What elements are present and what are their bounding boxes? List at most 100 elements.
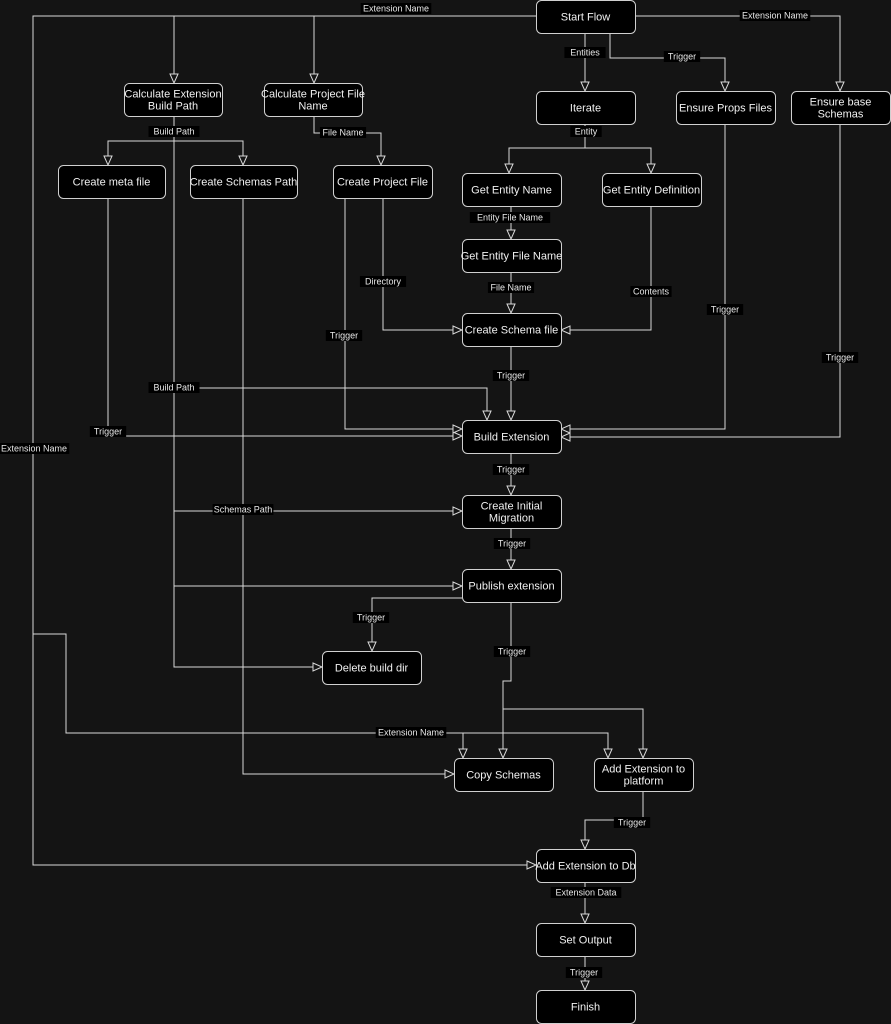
- svg-text:Entity File Name: Entity File Name: [477, 212, 543, 222]
- edge-label-ext-name: Extension Name: [360, 3, 432, 14]
- svg-text:Entity: Entity: [575, 126, 598, 136]
- node-add-db[interactable]: Add Extension to Db: [535, 849, 636, 883]
- edge-label-entity: Entity: [570, 126, 602, 137]
- node-copy[interactable]: Copy Schemas: [454, 758, 554, 792]
- edge-label-trigger: Trigger: [89, 426, 127, 437]
- edge-label-extension-data: Extension Data: [550, 887, 622, 898]
- node-delete-dir[interactable]: Delete build dir: [322, 651, 422, 685]
- edge-label-entities: Entities: [564, 47, 606, 58]
- node-label: Create Schemas Path: [190, 176, 298, 188]
- edge-label-schemas-path: Schemas Path: [212, 504, 274, 515]
- edge-label-ext-name: Extension Name: [739, 10, 811, 21]
- svg-text:Extension Name: Extension Name: [363, 3, 429, 13]
- node-schema-file[interactable]: Create Schema file: [462, 313, 562, 347]
- edge-label-trigger: Trigger: [493, 646, 531, 657]
- edge-label-contents: Contents: [630, 286, 672, 297]
- node-start[interactable]: Start Flow: [536, 0, 636, 34]
- node-schemas-path[interactable]: Create Schemas Path: [190, 165, 298, 199]
- svg-text:Trigger: Trigger: [570, 967, 598, 977]
- node-label: Create meta file: [73, 176, 151, 188]
- connector-arrow: [103, 116, 175, 167]
- node-props[interactable]: Ensure Props Files: [676, 91, 776, 125]
- svg-text:Extension Name: Extension Name: [378, 727, 444, 737]
- edge-label-trigger: Trigger: [821, 352, 859, 363]
- node-ent-name[interactable]: Get Entity Name: [462, 173, 562, 207]
- connector-arrow: [242, 198, 456, 779]
- svg-text:Entities: Entities: [570, 47, 600, 57]
- svg-text:Trigger: Trigger: [94, 426, 122, 436]
- node-ent-def[interactable]: Get Entity Definition: [602, 173, 702, 207]
- edge-label-build-path: Build Path: [148, 126, 200, 137]
- node-label: Iterate: [570, 102, 601, 114]
- edge-label-entity-file-name: Entity File Name: [469, 212, 551, 223]
- node-set-output[interactable]: Set Output: [536, 923, 636, 957]
- edge-label-trigger: Trigger: [663, 51, 701, 62]
- edge-label-trigger: Trigger: [492, 370, 530, 381]
- svg-text:Trigger: Trigger: [498, 538, 526, 548]
- edge-label-trigger: Trigger: [325, 330, 363, 341]
- node-build[interactable]: Build Extension: [462, 420, 562, 454]
- svg-text:Extension Name: Extension Name: [742, 10, 808, 20]
- edge-label-trigger: Trigger: [706, 304, 744, 315]
- node-meta[interactable]: Create meta file: [58, 165, 166, 199]
- svg-text:Build Path: Build Path: [153, 382, 194, 392]
- node-label: Create Schema file: [465, 324, 559, 336]
- node-label: Add Extension to Db: [535, 860, 635, 872]
- svg-text:Trigger: Trigger: [826, 352, 854, 362]
- svg-text:Trigger: Trigger: [497, 370, 525, 380]
- node-publish[interactable]: Publish extension: [462, 569, 562, 603]
- node-label: Create Project File: [337, 176, 428, 188]
- node-label: Build Extension: [474, 431, 550, 443]
- svg-text:Directory: Directory: [365, 276, 402, 286]
- svg-text:Build Path: Build Path: [153, 126, 194, 136]
- svg-text:Trigger: Trigger: [497, 464, 525, 474]
- connector-arrow: [503, 708, 648, 760]
- node-label: Ensure Props Files: [679, 102, 772, 114]
- connector-arrow: [344, 198, 464, 434]
- svg-text:Contents: Contents: [633, 286, 670, 296]
- node-label: Set Output: [559, 934, 612, 946]
- svg-text:Trigger: Trigger: [357, 612, 385, 622]
- edge-label-file-name: File Name: [487, 282, 535, 293]
- connector-arrow: [107, 198, 464, 441]
- connector-arrow: [585, 147, 656, 175]
- node-label: Get Entity File Name: [461, 250, 562, 262]
- node-label: Finish: [571, 1001, 600, 1013]
- edge-label-trigger: Trigger: [352, 612, 390, 623]
- node-label: Start Flow: [561, 11, 611, 23]
- edge-label-build-path: Build Path: [148, 382, 200, 393]
- node-proj-file[interactable]: Create Project File: [333, 165, 433, 199]
- svg-text:File Name: File Name: [490, 282, 531, 292]
- svg-text:Extension Name: Extension Name: [1, 443, 67, 453]
- svg-text:Trigger: Trigger: [618, 817, 646, 827]
- node-label: Copy Schemas: [466, 769, 541, 781]
- edge-label-trigger: Trigger: [565, 967, 603, 978]
- connector-arrow: [559, 124, 726, 434]
- connector-arrow: [498, 602, 512, 760]
- svg-text:Extension Data: Extension Data: [555, 887, 616, 897]
- edge-label-trigger: Trigger: [493, 538, 531, 549]
- edge-label-ext-name: Extension Name: [375, 727, 447, 738]
- node-iterate[interactable]: Iterate: [536, 91, 636, 125]
- edge-label-trigger: Trigger: [613, 817, 651, 828]
- connector-arrow: [559, 206, 652, 335]
- connector-arrow: [367, 597, 462, 653]
- node-ent-file[interactable]: Get Entity File Name: [461, 239, 562, 273]
- node-label: Publish extension: [468, 580, 554, 592]
- connector-arrow: [32, 15, 538, 870]
- node-label: Get Entity Definition: [603, 184, 700, 196]
- svg-text:Trigger: Trigger: [498, 646, 526, 656]
- node-finish[interactable]: Finish: [536, 990, 636, 1024]
- node-label: Get Entity Name: [471, 184, 552, 196]
- edge-label-file-name: File Name: [319, 127, 367, 138]
